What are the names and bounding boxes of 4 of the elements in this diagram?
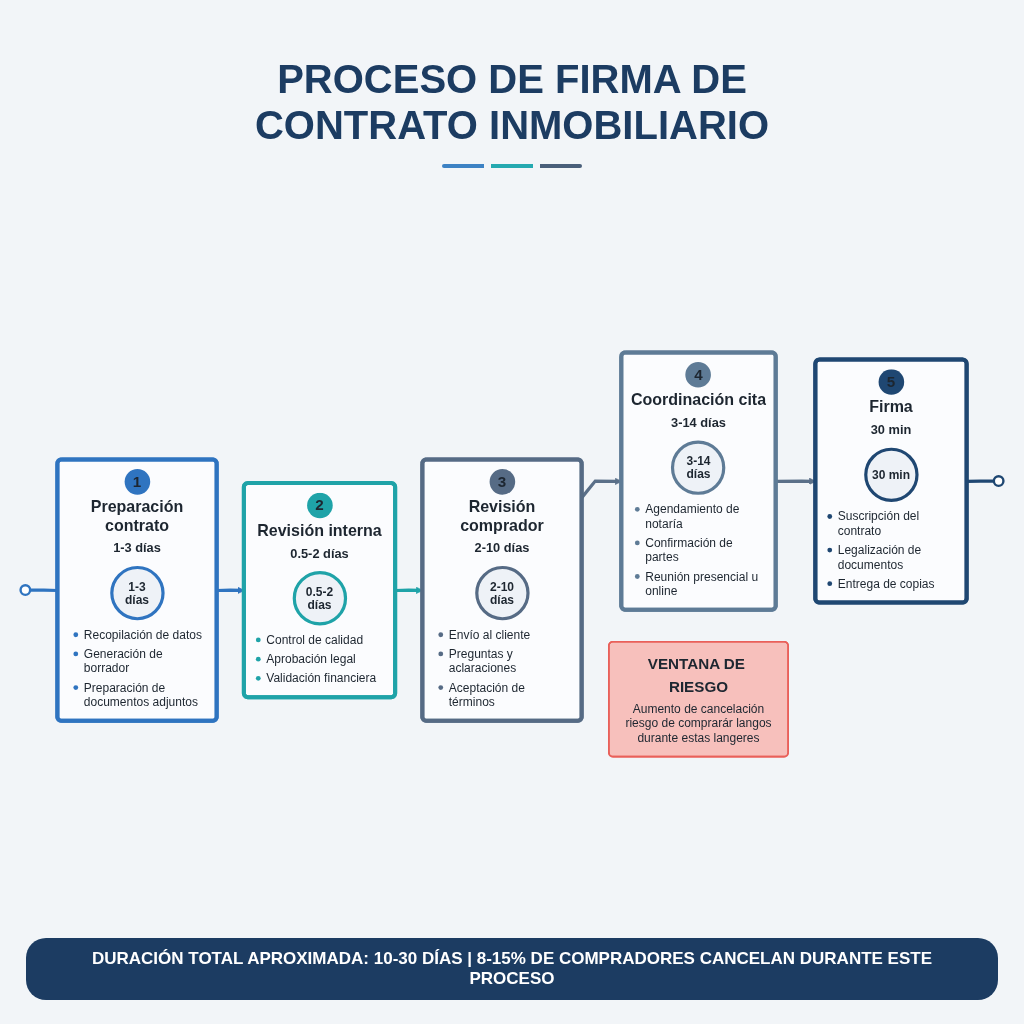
- node-circle: [992, 474, 1005, 487]
- summary-banner: DURACIÓN TOTAL APROXIMADA: 10-30 DÍAS | 8-15% DE COMPRADORES CANCELAN DURANTE ESTE PROCESO: [26, 938, 998, 1000]
- diagram-title: PROCESO DE FIRMA DE CONTRATO INMOBILIARIO: [253, 56, 770, 148]
- node-circle: [19, 583, 32, 596]
